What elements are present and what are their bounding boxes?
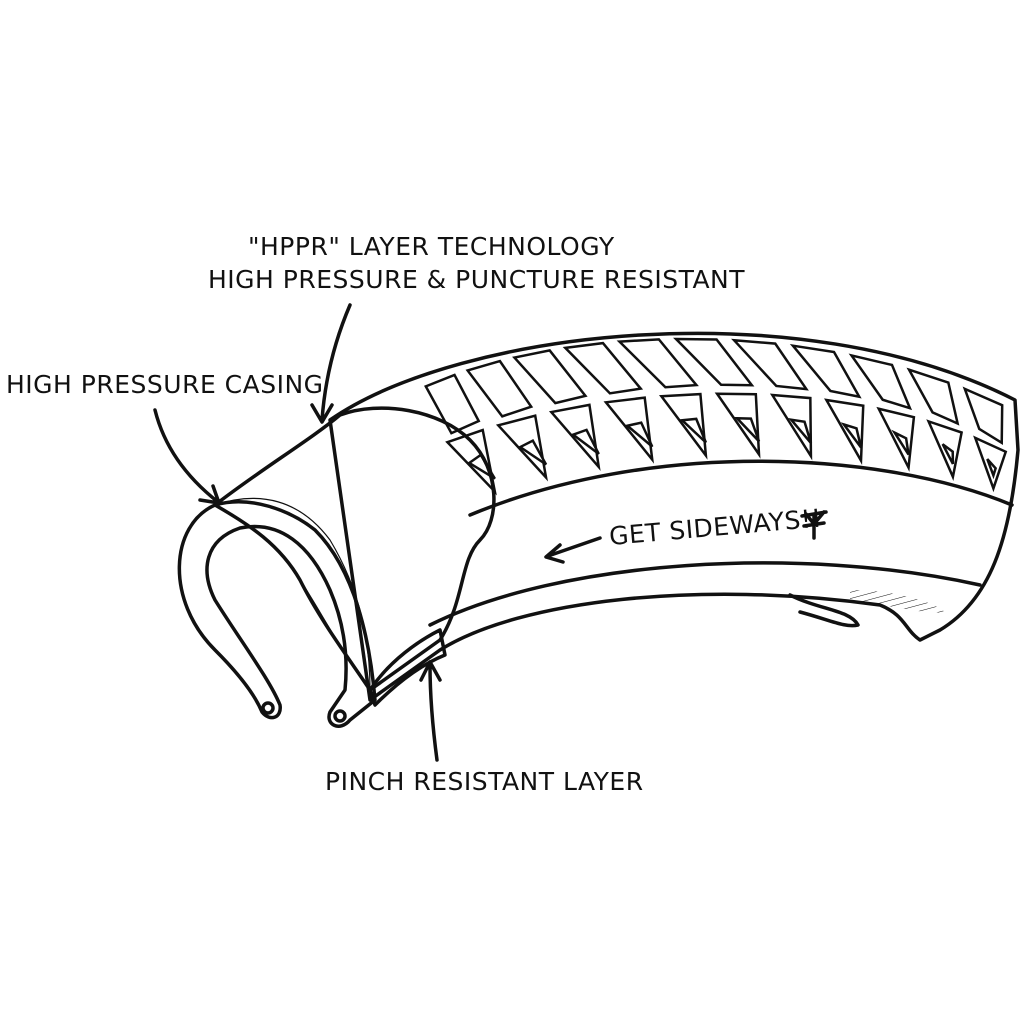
pinch-arrow [419, 660, 442, 762]
tread-block [962, 386, 1004, 445]
casing-label: HIGH PRESSURE CASING [6, 370, 324, 399]
sidewall-line [428, 561, 982, 627]
tread-block [789, 343, 862, 399]
tread-block [876, 406, 916, 472]
tread-block-inner [517, 438, 548, 466]
tread-edge [468, 459, 1014, 517]
tread-block-inner [679, 417, 708, 444]
tread-block-inner [840, 422, 863, 449]
tire-opening [177, 500, 377, 728]
pinch-layer [368, 628, 447, 707]
tread-block-inner [891, 429, 910, 456]
hppr-arrow [310, 303, 352, 424]
hppr-subtitle-label: HIGH PRESSURE & PUNCTURE RESISTANT [208, 265, 745, 294]
tread-block [424, 373, 481, 435]
sidewall-shading [850, 590, 945, 613]
tread-block [731, 338, 809, 391]
sidewall-arrow [544, 536, 602, 564]
bead-right [333, 709, 347, 723]
tread-pattern [424, 337, 1008, 496]
tread-block [512, 349, 588, 405]
hppr-title-label: "HPPR" LAYER TECHNOLOGY [248, 232, 615, 261]
tread-block [769, 393, 813, 461]
casing-arrow [153, 408, 221, 505]
casing-section [213, 406, 496, 692]
tread-block-inner [570, 428, 600, 455]
tread-block [824, 398, 865, 465]
tread-block-inner [986, 458, 998, 480]
tread-block-inner [788, 417, 813, 444]
pinch-label: PINCH RESISTANT LAYER [325, 767, 644, 796]
tread-block-inner [734, 416, 761, 443]
bead-left [261, 701, 275, 715]
tread-block [658, 392, 708, 460]
tread-block [906, 367, 960, 426]
sidewall-slogan: GET SIDEWAYS!! [608, 503, 823, 550]
tread-block [714, 392, 761, 459]
tread-block [616, 338, 699, 389]
tread-block [562, 341, 644, 395]
inner-sidewall [788, 593, 860, 628]
tire-outline [328, 331, 1020, 702]
tread-block-inner [941, 443, 955, 465]
tread-block [673, 337, 755, 387]
tread-block [465, 359, 534, 418]
tread-block-inner [624, 421, 654, 448]
brand-logo [800, 510, 828, 540]
tread-block [848, 353, 913, 411]
